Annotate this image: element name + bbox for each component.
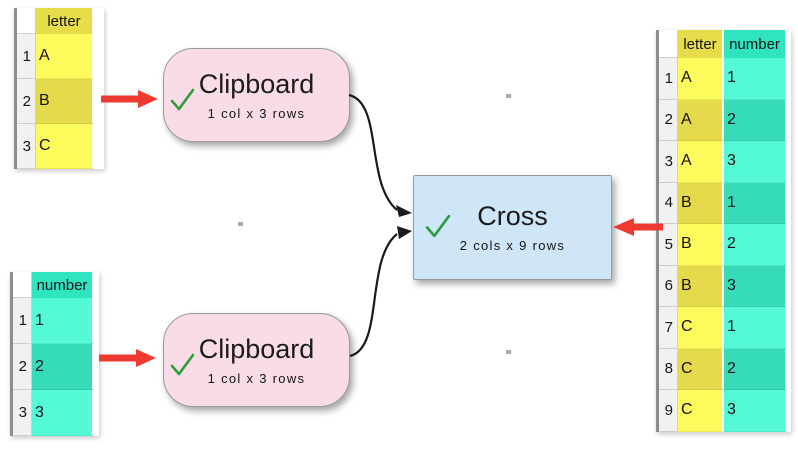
table-cell[interactable]: C <box>678 307 724 349</box>
table-spacer <box>94 390 99 436</box>
table-spacer <box>94 344 99 390</box>
connector-arrowhead-icon <box>396 205 412 217</box>
node-size-label: 1 col x 3 rows <box>207 105 306 121</box>
table-spacer <box>94 34 104 79</box>
table-spacer <box>787 182 791 224</box>
table-cell[interactable]: 2 <box>724 224 787 266</box>
table-spacer <box>787 265 791 307</box>
node-cross[interactable]: Cross 2 cols x 9 rows <box>413 175 612 280</box>
connector-clipboard-top-to-cross[interactable] <box>348 93 398 211</box>
connector-arrowhead-icon <box>397 226 412 239</box>
check-icon <box>169 87 195 118</box>
row-number[interactable]: 3 <box>17 124 36 169</box>
row-number[interactable]: 1 <box>659 58 678 100</box>
row-number[interactable]: 8 <box>659 348 678 390</box>
table-cell[interactable]: 1 <box>32 298 94 344</box>
row-number[interactable]: 9 <box>659 390 678 432</box>
table-cell[interactable]: C <box>36 124 94 169</box>
column-header[interactable]: number <box>724 30 787 58</box>
row-number[interactable]: 4 <box>659 182 678 224</box>
table-cell[interactable]: 3 <box>32 390 94 436</box>
row-number[interactable]: 1 <box>13 298 32 344</box>
table-cell[interactable]: 2 <box>724 348 787 390</box>
row-number[interactable]: 6 <box>659 265 678 307</box>
table-cell[interactable]: A <box>36 34 94 79</box>
table-spacer <box>94 272 99 298</box>
table-corner <box>17 8 36 34</box>
check-icon <box>424 213 451 245</box>
row-number[interactable]: 2 <box>17 79 36 124</box>
row-number[interactable]: 7 <box>659 307 678 349</box>
check-icon <box>169 352 195 383</box>
table-cell[interactable]: C <box>678 348 724 390</box>
node-title: Cross <box>477 201 548 231</box>
connector-clipboard-bottom-to-cross[interactable] <box>349 233 398 358</box>
row-number[interactable]: 2 <box>659 99 678 141</box>
table-spacer <box>787 141 791 183</box>
table-cell[interactable]: B <box>678 182 724 224</box>
table-cell[interactable]: 3 <box>724 390 787 432</box>
node-size-label: 2 cols x 9 rows <box>459 238 566 253</box>
node-title: Clipboard <box>198 68 315 99</box>
table-cell[interactable]: 3 <box>724 141 787 183</box>
table-spacer <box>94 79 104 124</box>
column-header[interactable]: letter <box>678 30 724 58</box>
table-spacer <box>94 298 99 344</box>
table-cell[interactable]: 1 <box>724 307 787 349</box>
table-spacer <box>94 124 104 169</box>
table-cell[interactable]: C <box>678 390 724 432</box>
column-header[interactable]: letter <box>36 8 94 34</box>
node-title: Clipboard <box>198 333 315 364</box>
table-corner <box>659 30 678 58</box>
table-cell[interactable]: 1 <box>724 58 787 100</box>
table-spacer <box>787 348 791 390</box>
table-spacer <box>787 307 791 349</box>
grid-dot <box>506 350 511 354</box>
node-clipboard-bottom[interactable]: Clipboard 1 col x 3 rows <box>163 313 350 407</box>
row-number[interactable]: 1 <box>17 34 36 79</box>
grid-dot <box>506 94 511 98</box>
column-header[interactable]: number <box>32 272 94 298</box>
table-spacer <box>787 99 791 141</box>
node-size-label: 1 col x 3 rows <box>207 370 306 386</box>
annotation-arrow-letter-to-clipboard <box>101 90 158 108</box>
table-cell[interactable]: A <box>678 141 724 183</box>
table-cell[interactable]: 2 <box>724 99 787 141</box>
row-number[interactable]: 2 <box>13 344 32 390</box>
table-cell[interactable]: B <box>678 265 724 307</box>
table-cell[interactable]: 1 <box>724 182 787 224</box>
table-spacer <box>787 224 791 266</box>
table-cell[interactable]: 2 <box>32 344 94 390</box>
grid-dot <box>238 222 243 226</box>
table-cell[interactable]: B <box>36 79 94 124</box>
table-cell[interactable]: A <box>678 99 724 141</box>
table-cell[interactable]: A <box>678 58 724 100</box>
table-spacer <box>787 390 791 432</box>
table-cell[interactable]: 3 <box>724 265 787 307</box>
row-number[interactable]: 3 <box>659 141 678 183</box>
table-cell[interactable]: B <box>678 224 724 266</box>
table-spacer <box>94 8 104 34</box>
table-spacer <box>787 30 791 58</box>
row-number[interactable]: 3 <box>13 390 32 436</box>
row-number[interactable]: 5 <box>659 224 678 266</box>
table-spacer <box>787 58 791 100</box>
table-corner <box>13 272 32 298</box>
annotation-arrow-number-to-clipboard <box>99 349 156 367</box>
node-clipboard-top[interactable]: Clipboard 1 col x 3 rows <box>163 48 350 142</box>
